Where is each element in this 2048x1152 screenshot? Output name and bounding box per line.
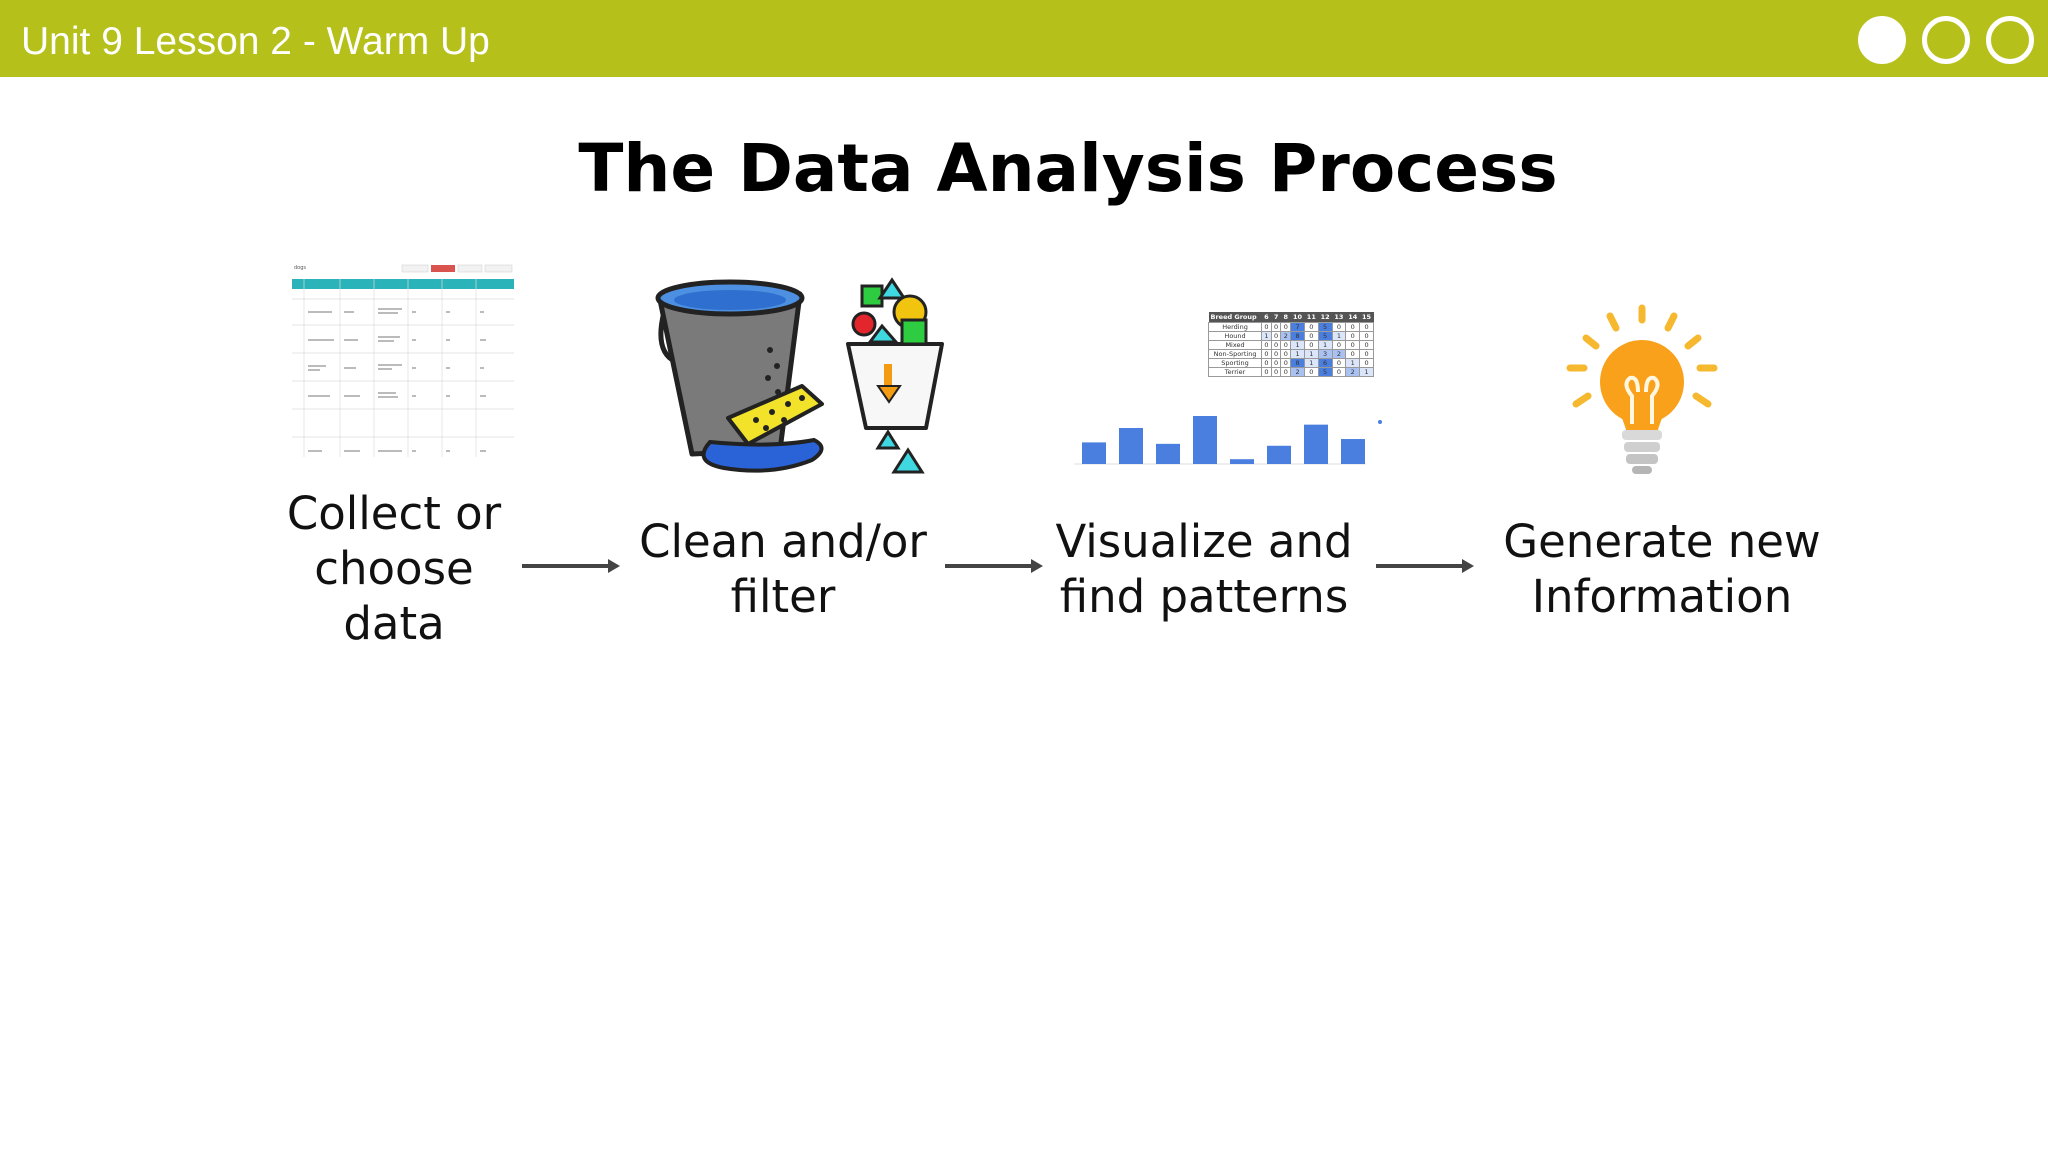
table-header-cell: 11 bbox=[1306, 313, 1316, 321]
chart-bar bbox=[1193, 416, 1217, 464]
bar-chart-thumbnail bbox=[1066, 310, 1396, 470]
chart-bar bbox=[1230, 459, 1254, 464]
step-3-label: Visualize and find patterns bbox=[1044, 514, 1364, 624]
slide-title: The Data Analysis Process bbox=[578, 130, 1558, 207]
arrow-right-icon-1 bbox=[522, 559, 620, 573]
table-header-cell: 10 bbox=[1293, 313, 1303, 321]
step-1-line-1: Collect or bbox=[286, 487, 502, 540]
legend-marker bbox=[1378, 420, 1382, 424]
table-header-cell: 13 bbox=[1334, 313, 1344, 321]
step-2-line-2: filter bbox=[730, 570, 836, 623]
table-header-cell: 7 bbox=[1273, 313, 1279, 321]
bar-chart bbox=[1074, 416, 1382, 465]
bucket-sponge-icon bbox=[652, 272, 952, 482]
data-table-icon: dogs bbox=[292, 263, 514, 457]
chart-bar bbox=[1119, 428, 1143, 464]
progress-dot-2[interactable] bbox=[1922, 16, 1970, 64]
chart-bar bbox=[1156, 443, 1180, 464]
step-3-line-1: Visualize and bbox=[1055, 515, 1353, 568]
step-1-line-3: data bbox=[343, 597, 445, 650]
table-header-cell: 14 bbox=[1348, 313, 1358, 321]
svg-text:dogs: dogs bbox=[294, 265, 306, 271]
step-1-label: Collect or choose data bbox=[272, 486, 516, 651]
lesson-title: Unit 9 Lesson 2 - Warm Up bbox=[21, 20, 490, 63]
table-header-cell: Breed Group bbox=[1210, 313, 1257, 321]
arrow-right-icon-3 bbox=[1376, 559, 1474, 573]
step-3-line-2: find patterns bbox=[1059, 570, 1349, 623]
step-2-label: Clean and/or filter bbox=[630, 514, 936, 624]
table-cell: Terrier bbox=[1207, 367, 1263, 377]
progress-dot-3[interactable] bbox=[1986, 16, 2034, 64]
chart-bar bbox=[1267, 445, 1291, 464]
chart-bar bbox=[1341, 439, 1365, 464]
table-header-cell: 15 bbox=[1362, 313, 1372, 321]
step-2-line-1: Clean and/or bbox=[639, 515, 927, 568]
table-header-cell: 6 bbox=[1264, 313, 1269, 321]
chart-bar bbox=[1304, 424, 1328, 464]
progress-indicator bbox=[1858, 16, 2034, 64]
lightbulb-icon bbox=[1566, 304, 1718, 482]
chart-bar bbox=[1082, 442, 1106, 464]
step-4-line-1: Generate new bbox=[1503, 515, 1821, 568]
table-cell: 1 bbox=[1359, 367, 1374, 377]
arrow-right-icon-2 bbox=[945, 559, 1043, 573]
progress-dot-1[interactable] bbox=[1858, 16, 1906, 64]
table-header-cell: 8 bbox=[1283, 313, 1289, 321]
step-4-label: Generate new Information bbox=[1494, 514, 1830, 624]
step-4-line-2: Information bbox=[1531, 570, 1793, 623]
table-header-cell: 12 bbox=[1320, 313, 1330, 321]
header-bar: Unit 9 Lesson 2 - Warm Up bbox=[0, 0, 2048, 77]
step-1-line-2: choose bbox=[314, 542, 474, 595]
